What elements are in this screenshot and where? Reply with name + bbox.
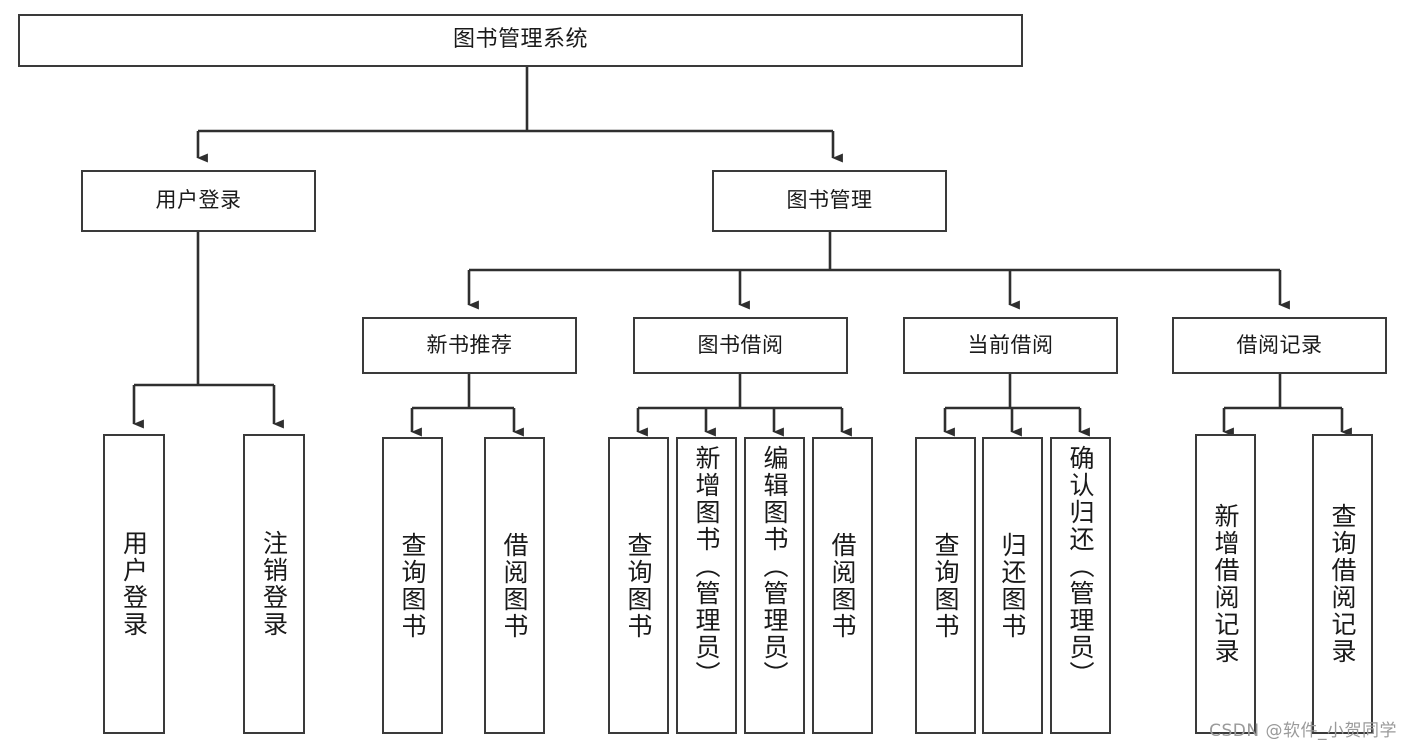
node-leaf-confirm-return[interactable]: 确认归还（管理员）	[1050, 437, 1111, 734]
node-user-login[interactable]: 用户登录	[81, 170, 316, 232]
node-book-borrow-label: 图书借阅	[697, 332, 784, 357]
node-book-manage[interactable]: 图书管理	[712, 170, 947, 232]
node-leaf-add-book[interactable]: 新增图书（管理员）	[676, 437, 737, 734]
node-leaf-borrow-book-2-label: 借阅图书	[828, 531, 857, 640]
node-leaf-query-book-3[interactable]: 查询图书	[915, 437, 976, 734]
node-leaf-add-book-label: 新增图书（管理员）	[692, 445, 721, 688]
node-leaf-return-book-label: 归还图书	[998, 531, 1027, 640]
node-leaf-edit-book-label: 编辑图书（管理员）	[760, 445, 789, 688]
node-book-borrow[interactable]: 图书借阅	[633, 317, 848, 374]
node-leaf-query-record-label: 查询借阅记录	[1328, 503, 1357, 665]
node-leaf-logout-label: 注销登录	[259, 530, 289, 638]
node-new-book-rec-label: 新书推荐	[426, 332, 513, 357]
node-leaf-edit-book[interactable]: 编辑图书（管理员）	[744, 437, 805, 734]
watermark: CSDN @软件_小贺同学	[1209, 721, 1397, 741]
node-current-borrow-label: 当前借阅	[967, 332, 1054, 357]
node-leaf-query-book-3-label: 查询图书	[931, 531, 960, 640]
node-leaf-query-book-2-label: 查询图书	[624, 531, 653, 640]
node-leaf-return-book[interactable]: 归还图书	[982, 437, 1043, 734]
node-leaf-borrow-book-2[interactable]: 借阅图书	[812, 437, 873, 734]
node-current-borrow[interactable]: 当前借阅	[903, 317, 1118, 374]
node-leaf-query-book-1[interactable]: 查询图书	[382, 437, 443, 734]
node-leaf-confirm-return-label: 确认归还（管理员）	[1066, 445, 1095, 688]
node-leaf-user-login[interactable]: 用户登录	[103, 434, 165, 734]
node-leaf-user-login-label: 用户登录	[119, 530, 149, 638]
node-new-book-rec[interactable]: 新书推荐	[362, 317, 577, 374]
node-book-manage-label: 图书管理	[786, 188, 873, 213]
node-leaf-add-record-label: 新增借阅记录	[1211, 503, 1240, 665]
node-leaf-logout[interactable]: 注销登录	[243, 434, 305, 734]
node-user-login-label: 用户登录	[155, 188, 242, 213]
node-leaf-query-book-1-label: 查询图书	[398, 531, 427, 640]
node-root[interactable]: 图书管理系统	[18, 14, 1023, 67]
node-leaf-add-record[interactable]: 新增借阅记录	[1195, 434, 1256, 734]
node-leaf-borrow-book-1[interactable]: 借阅图书	[484, 437, 545, 734]
node-borrow-record[interactable]: 借阅记录	[1172, 317, 1387, 374]
node-leaf-query-book-2[interactable]: 查询图书	[608, 437, 669, 734]
node-borrow-record-label: 借阅记录	[1236, 332, 1323, 357]
node-leaf-borrow-book-1-label: 借阅图书	[500, 531, 529, 640]
node-leaf-query-record[interactable]: 查询借阅记录	[1312, 434, 1373, 734]
node-root-label: 图书管理系统	[452, 27, 588, 53]
